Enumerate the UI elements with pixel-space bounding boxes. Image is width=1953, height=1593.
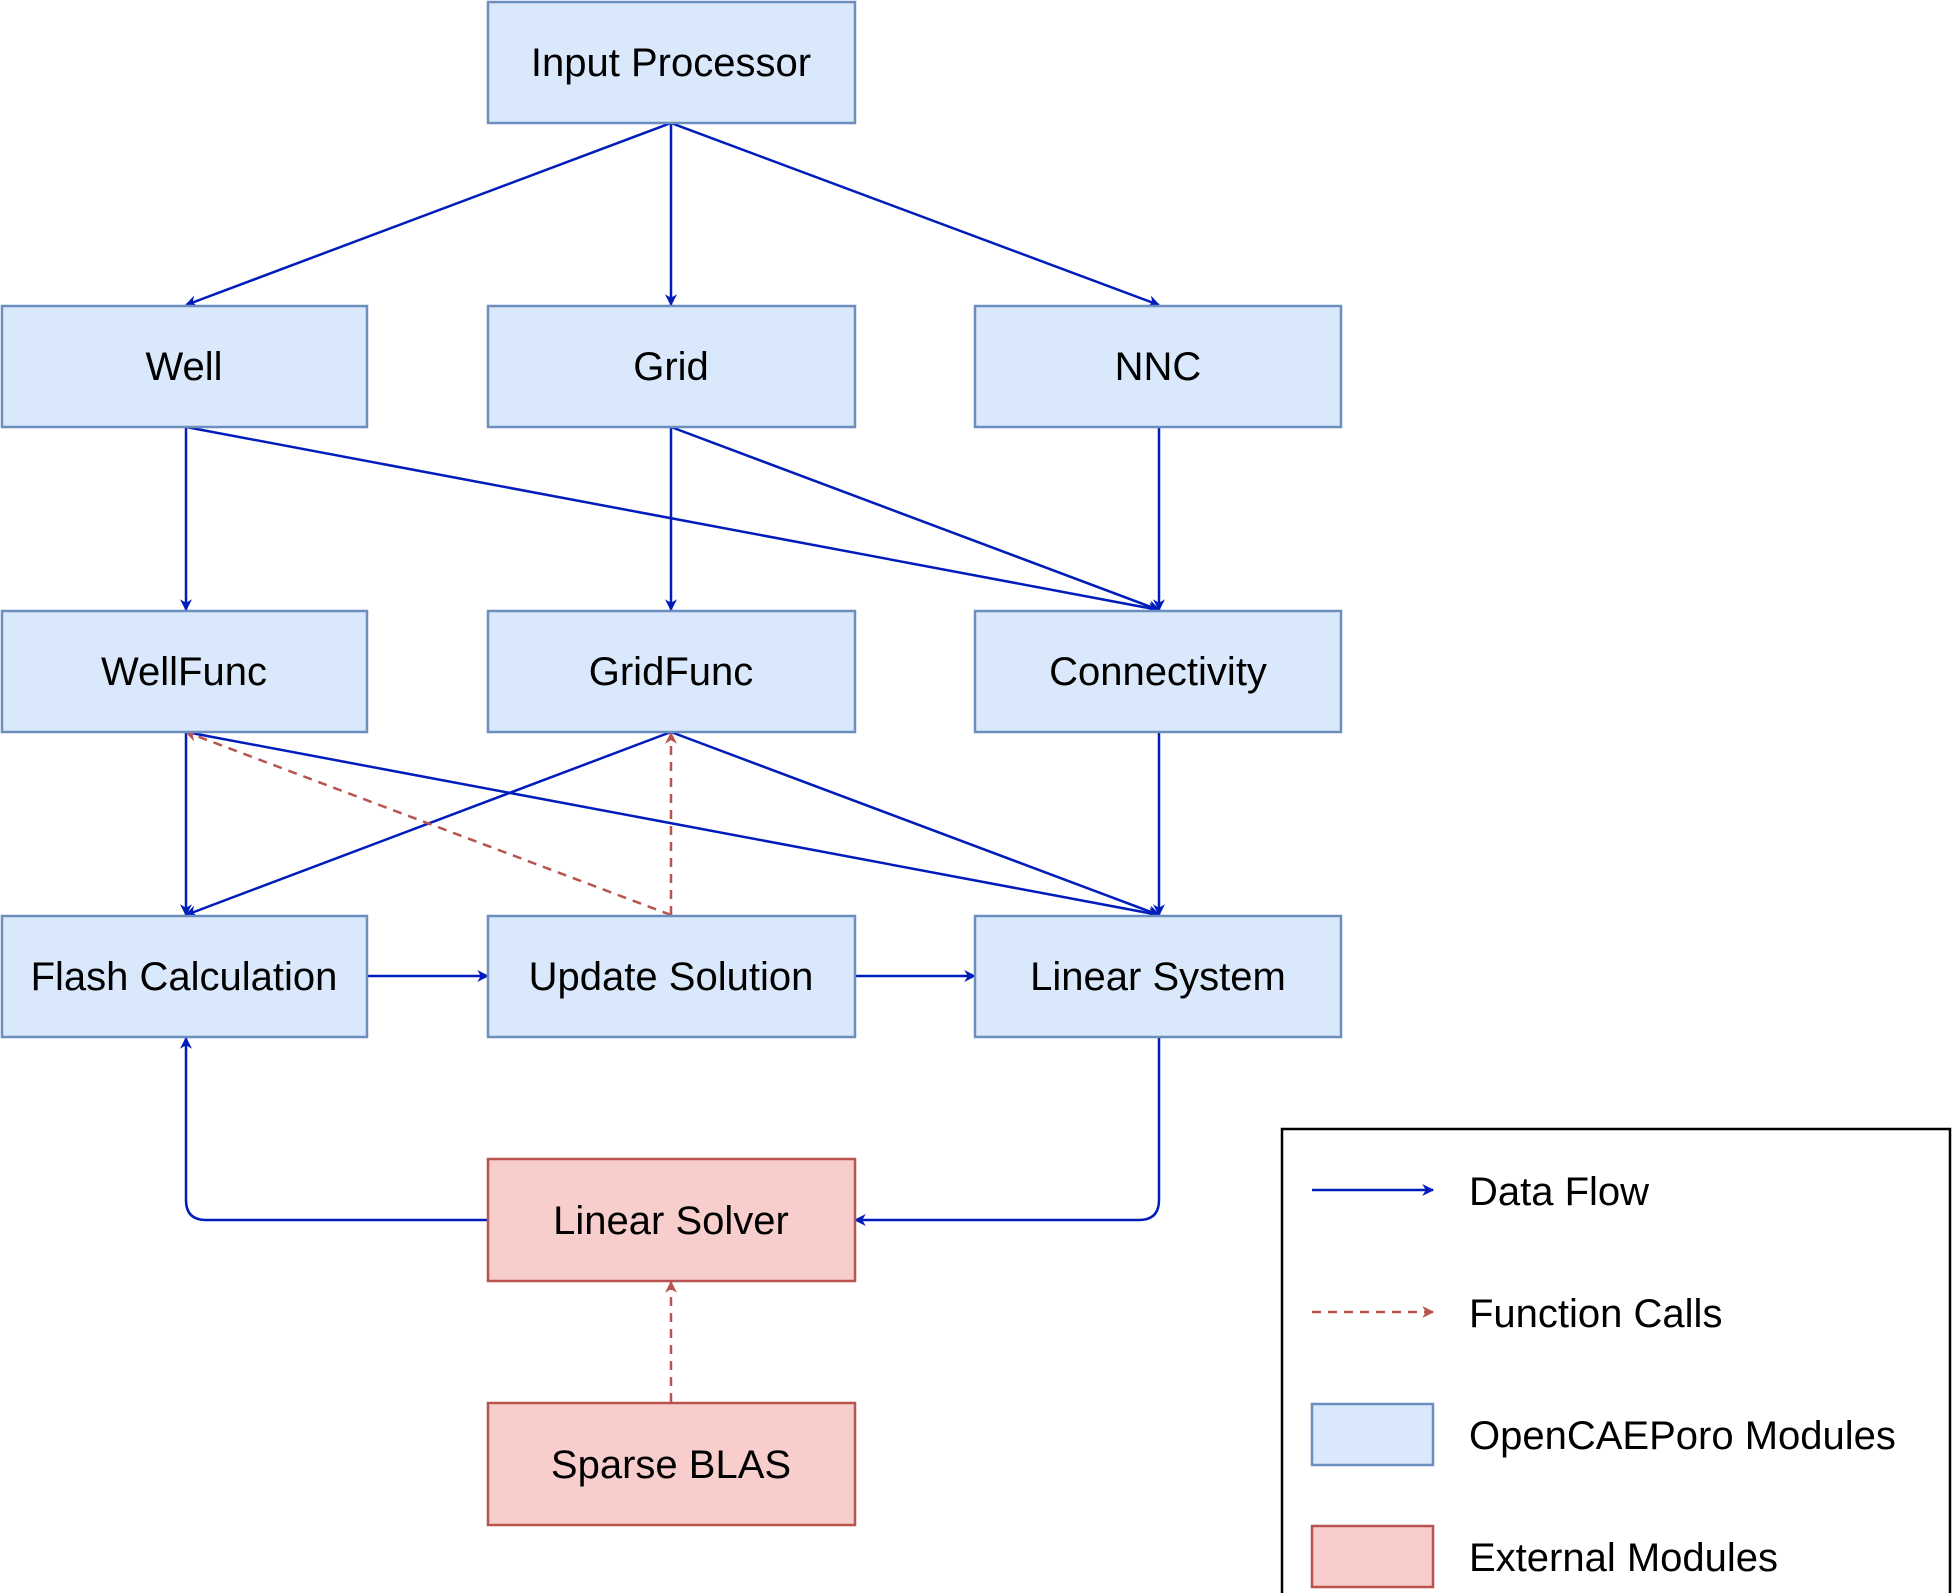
node-wellfunc[interactable]: WellFunc xyxy=(0,609,369,734)
node-well[interactable]: Well xyxy=(0,304,369,429)
edge-linear-system-to-linear-solver xyxy=(853,1037,1161,1226)
node-nnc-label: NNC xyxy=(1115,345,1202,389)
legend-item-data-flow: Data Flow xyxy=(1312,1170,1649,1214)
node-well-label: Well xyxy=(145,345,222,389)
legend-item-opencaeporo-modules: OpenCAEPoro Modules xyxy=(1310,1402,1896,1467)
node-input-processor[interactable]: Input Processor xyxy=(486,0,857,125)
node-linear-solver-label: Linear Solver xyxy=(553,1199,789,1243)
legend-item-function-calls: Function Calls xyxy=(1312,1292,1722,1336)
legend-external-modules-swatch xyxy=(1310,1524,1435,1589)
legend: Data Flow Function Calls OpenCAEPoro Mod… xyxy=(1280,1127,1952,1593)
node-linear-system[interactable]: Linear System xyxy=(973,914,1343,1039)
legend-external-modules-label: External Modules xyxy=(1469,1536,1778,1580)
node-linear-solver[interactable]: Linear Solver xyxy=(486,1157,857,1283)
edge-input-processor-to-well xyxy=(184,121,672,307)
node-nnc[interactable]: NNC xyxy=(973,304,1343,429)
node-gridfunc-label: GridFunc xyxy=(589,650,754,694)
node-gridfunc[interactable]: GridFunc xyxy=(486,609,857,734)
node-flash-calculation[interactable]: Flash Calculation xyxy=(0,914,369,1039)
legend-function-calls-label: Function Calls xyxy=(1469,1292,1722,1336)
node-flash-calculation-label: Flash Calculation xyxy=(31,955,338,999)
node-grid-label: Grid xyxy=(633,345,709,389)
node-sparse-blas[interactable]: Sparse BLAS xyxy=(486,1401,857,1527)
node-grid[interactable]: Grid xyxy=(486,304,857,429)
edge-wellfunc-to-linear-system xyxy=(185,730,1161,919)
legend-item-external-modules: External Modules xyxy=(1310,1524,1778,1589)
edge-grid-to-connectivity xyxy=(670,425,1161,612)
nodes: Input Processor Well Grid NNC WellFunc G… xyxy=(0,0,1343,1527)
legend-data-flow-label: Data Flow xyxy=(1469,1170,1649,1214)
edge-gridfunc-to-linear-system xyxy=(670,730,1161,917)
node-update-solution-label: Update Solution xyxy=(529,955,814,999)
edge-linear-solver-to-flash-calculation xyxy=(180,1036,488,1222)
node-sparse-blas-label: Sparse BLAS xyxy=(551,1443,791,1487)
edge-input-processor-to-nnc xyxy=(670,121,1161,307)
node-connectivity[interactable]: Connectivity xyxy=(973,609,1343,734)
legend-frame xyxy=(1280,1127,1952,1593)
legend-opencaeporo-modules-label: OpenCAEPoro Modules xyxy=(1469,1414,1896,1458)
edge-update-solution-calls-wellfunc xyxy=(184,730,672,917)
node-input-processor-label: Input Processor xyxy=(531,41,811,85)
node-connectivity-label: Connectivity xyxy=(1049,650,1267,694)
node-update-solution[interactable]: Update Solution xyxy=(486,914,857,1039)
edge-well-to-connectivity xyxy=(185,425,1161,614)
node-wellfunc-label: WellFunc xyxy=(101,650,267,694)
edges xyxy=(180,121,1165,1402)
legend-opencaeporo-modules-swatch xyxy=(1310,1402,1435,1467)
node-linear-system-label: Linear System xyxy=(1030,955,1286,999)
